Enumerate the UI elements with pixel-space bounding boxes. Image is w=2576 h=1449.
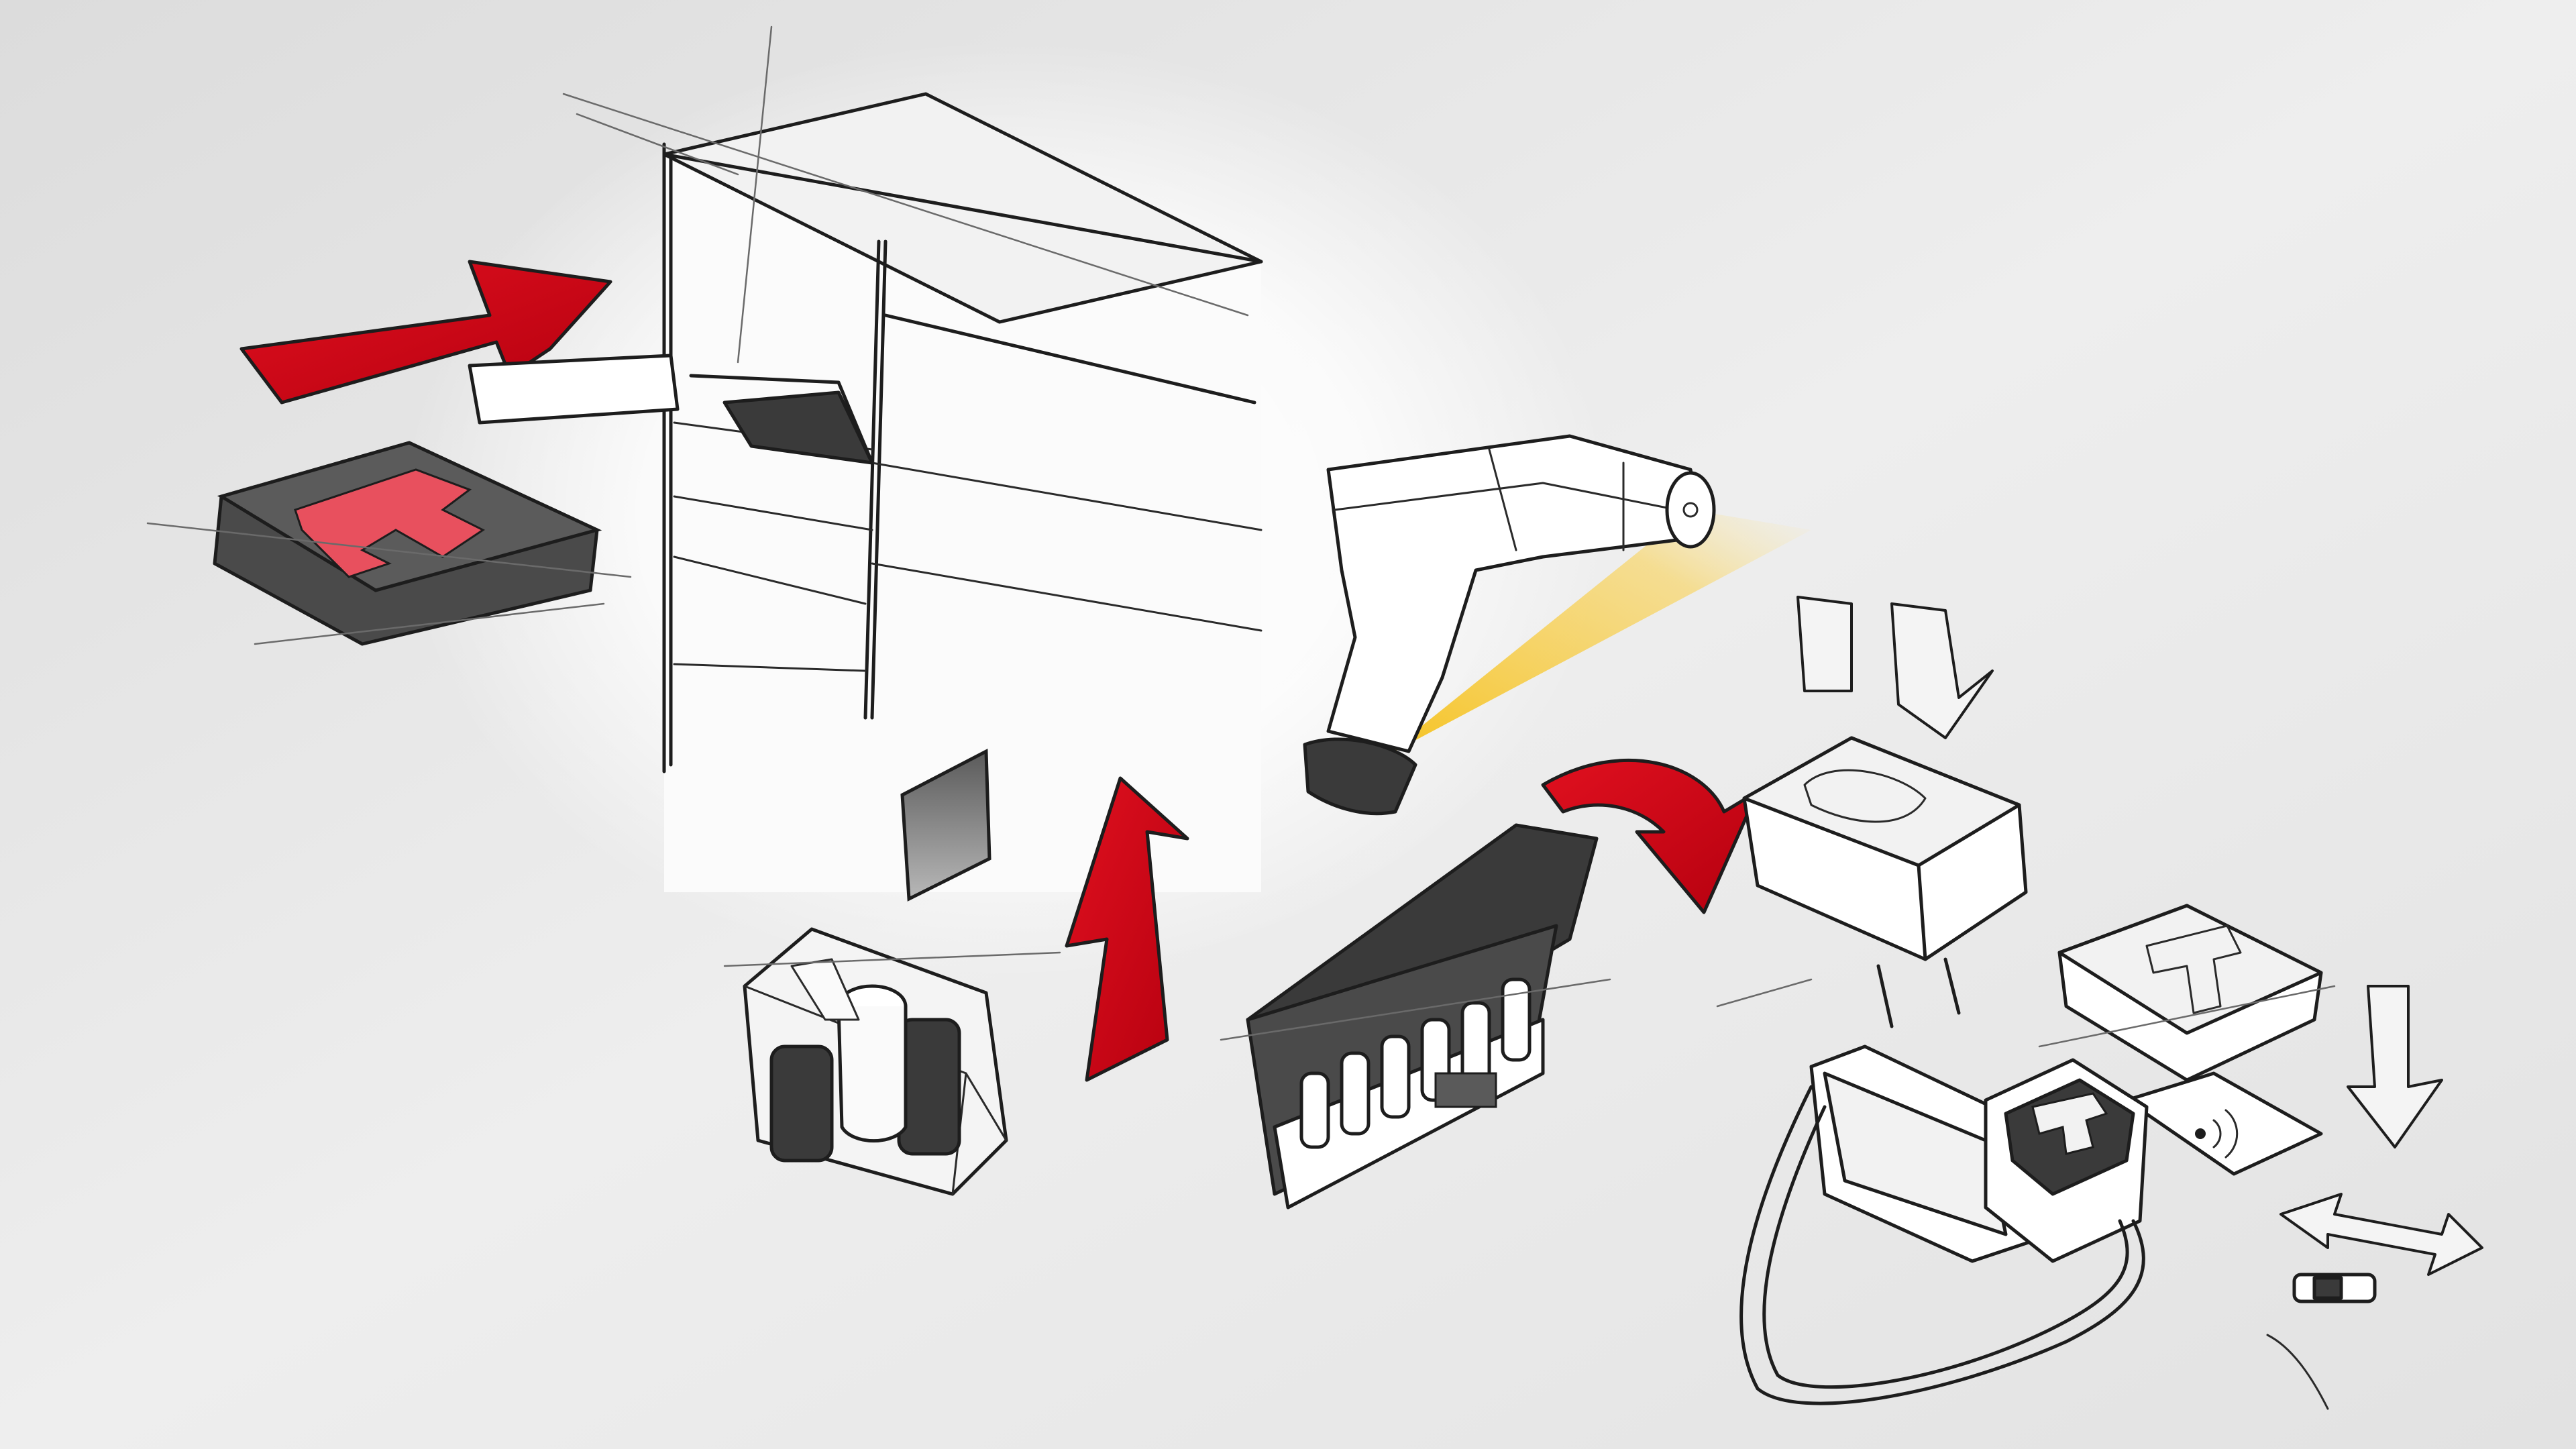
t-logo-icon: [294, 468, 485, 578]
strap: [1739, 1085, 2145, 1405]
charger: [1742, 736, 2028, 1028]
logo-box: [2057, 904, 2323, 1082]
red-arrow-up-icon: [1065, 776, 1189, 1082]
hollow-arrow-down-icon: [1796, 596, 2443, 1148]
dark-tile: [900, 748, 991, 902]
red-arrow-curved-icon: [1541, 758, 1760, 914]
card: [468, 354, 680, 425]
bit-case: [1246, 823, 1599, 1210]
storage-bin: [743, 927, 1008, 1196]
cabinet: [562, 25, 1263, 892]
wireless-pad: [2125, 1071, 2323, 1176]
logo-pad: [146, 441, 632, 646]
pouch-t-logo-icon: [2031, 1092, 2108, 1155]
connector: [2292, 1273, 2377, 1303]
pouch: [1739, 1044, 2149, 1405]
drill-device: [1303, 434, 1811, 816]
wireless-signal-icon: [2195, 1109, 2239, 1159]
bit-row: [1299, 977, 1532, 1149]
bit-case-label: [1434, 1072, 1497, 1108]
light-beam: [1382, 510, 1811, 758]
hollow-arrow-left-right-icon: [2279, 1193, 2483, 1276]
